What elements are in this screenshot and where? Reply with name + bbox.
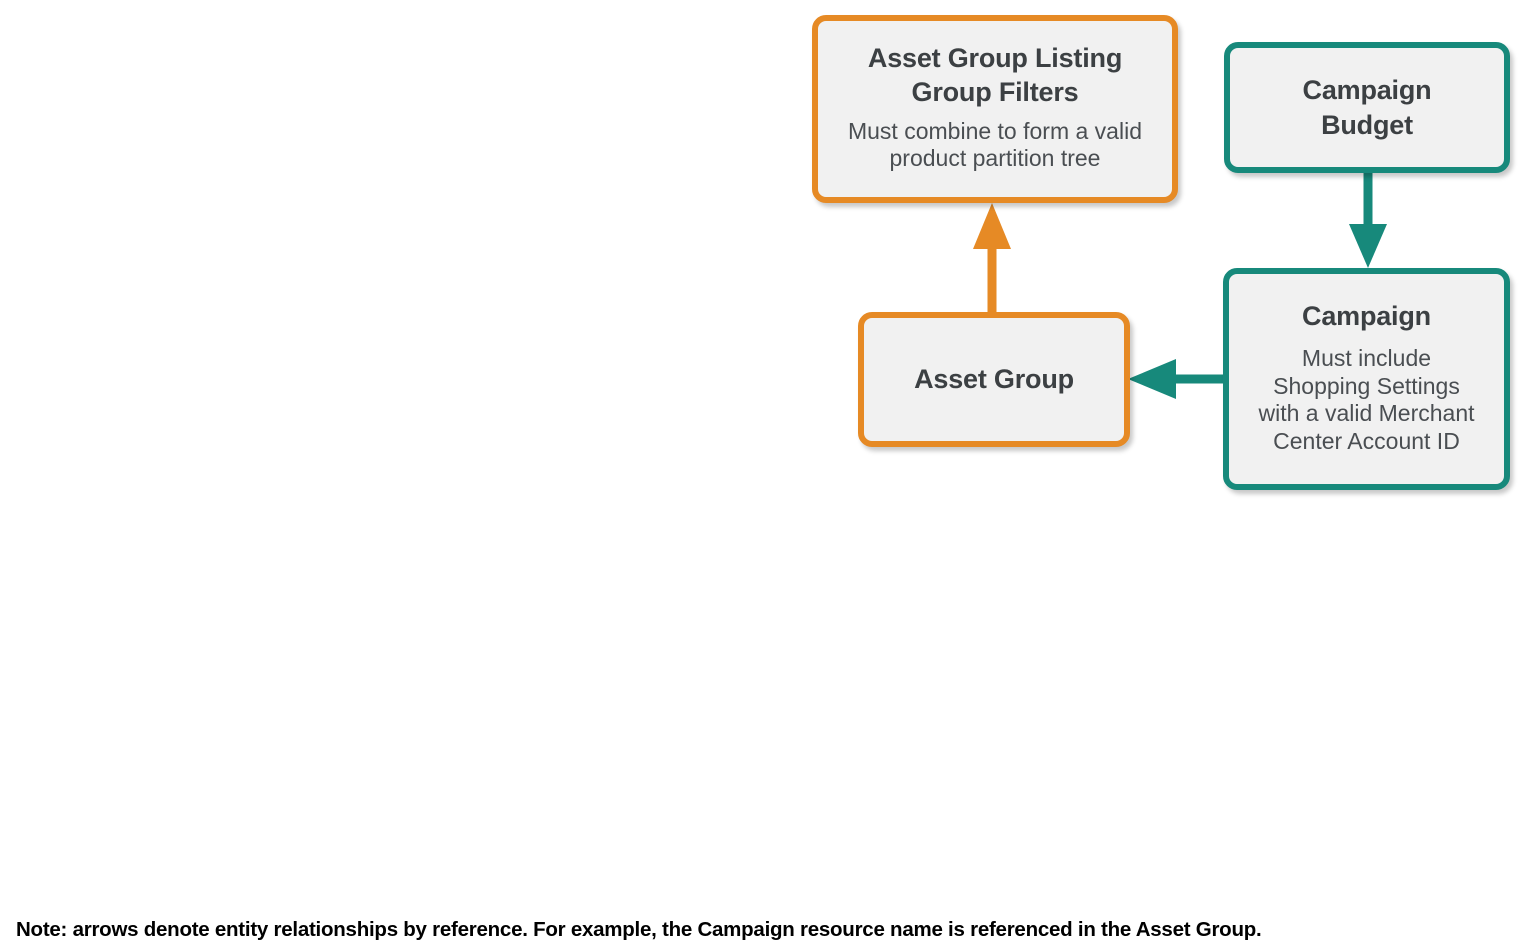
node-asset-group-listing-group-filters[interactable]: Asset Group Listing Group Filters Must c… xyxy=(812,15,1178,203)
edge-campaign-budget-to-campaign xyxy=(1349,170,1387,268)
node-title: Campaign xyxy=(1302,300,1431,331)
node-title: Asset Group Listing Group Filters xyxy=(867,43,1123,108)
diagram-note: Note: arrows denote entity relationships… xyxy=(16,918,1262,941)
node-campaign[interactable]: Campaign Must include Shopping Settings … xyxy=(1223,268,1510,490)
node-title: Asset Group xyxy=(914,364,1074,395)
node-campaign-budget[interactable]: Campaign Budget xyxy=(1224,42,1510,173)
node-subtitle: Must combine to form a valid product par… xyxy=(847,117,1142,172)
node-asset-group[interactable]: Asset Group xyxy=(858,312,1130,447)
node-title: Campaign Budget xyxy=(1302,75,1432,140)
edge-asset-group-to-listing-filters xyxy=(973,203,1011,316)
arrowhead-left-icon xyxy=(1128,359,1176,399)
arrowhead-down-icon xyxy=(1349,224,1387,268)
arrowhead-up-icon xyxy=(973,203,1011,249)
node-subtitle: Must include Shopping Settings with a va… xyxy=(1258,344,1475,454)
edge-campaign-to-asset-group xyxy=(1128,359,1226,399)
